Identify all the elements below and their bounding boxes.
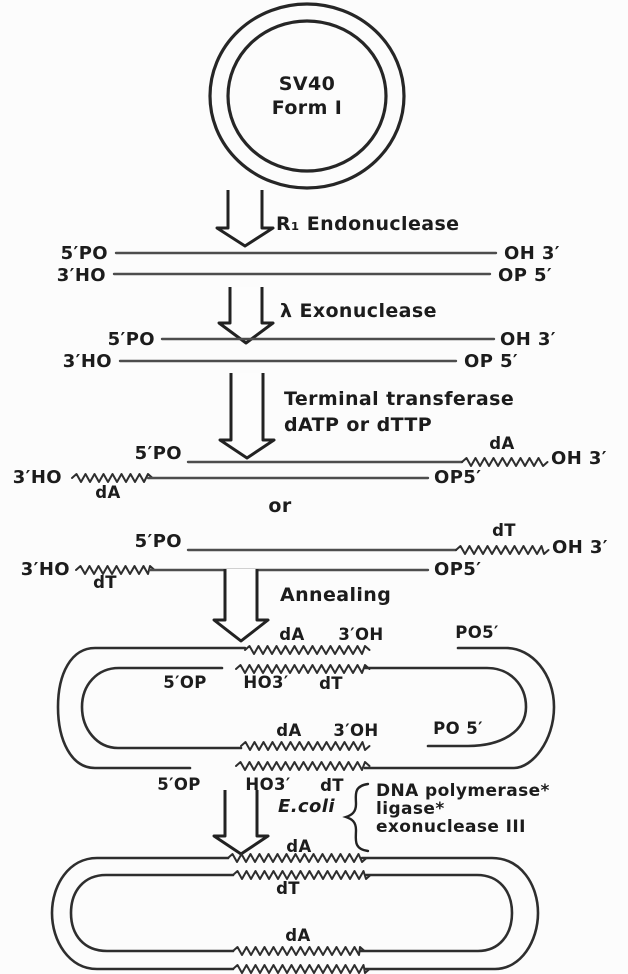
down-arrow-icon	[215, 190, 275, 248]
final-label-dt: dT	[276, 879, 300, 898]
plasmid-form-label: Form I	[272, 97, 343, 119]
step3: Terminal transferase dATP or dTTP	[218, 373, 514, 460]
top-outer-zigzag	[227, 853, 368, 863]
bottom-dt-tail-zigzag	[75, 565, 156, 575]
end-label-3ho: 3′HO	[57, 265, 106, 286]
end-label-3ho: 3′HO	[63, 351, 112, 372]
bottom-inner-zigzag	[232, 946, 366, 956]
joint-label-ho3: HO3′	[243, 673, 288, 692]
end-label-oh3: OH 3′	[552, 537, 608, 558]
step2-label: λ Exonuclease	[280, 300, 437, 322]
top-da-tail-zigzag	[461, 457, 549, 467]
end-label-op5: OP5′	[434, 467, 481, 488]
left-brace-icon	[342, 782, 370, 853]
down-arrow-icon	[217, 287, 275, 345]
bottom-da-tail-zigzag	[71, 473, 154, 483]
end-label-op5: OP 5′	[464, 351, 518, 372]
tail-label-dt: dT	[93, 573, 117, 592]
down-arrow-icon	[218, 373, 276, 460]
joint-label-dt: dT	[320, 776, 344, 795]
end-label-op5: OP 5′	[498, 265, 552, 286]
inner-strand-left	[69, 873, 235, 953]
joint-label-ho3: HO3′	[245, 775, 290, 794]
outer-strand-right	[360, 856, 540, 971]
end-label-oh3: OH 3′	[500, 329, 556, 350]
enzyme-label-exonuclease: exonuclease III	[376, 817, 526, 837]
or-label: or	[268, 495, 291, 517]
inner-strand-right	[358, 873, 514, 953]
top-da-zigzag	[244, 645, 371, 655]
tail-label-da: dA	[95, 483, 120, 502]
end-label-5po: 5′PO	[135, 531, 182, 552]
outer-strand-right	[363, 646, 556, 770]
tail-label-dt: dT	[492, 521, 516, 540]
joint-label-5op: 5′OP	[157, 775, 201, 794]
joint-label-da: dA	[279, 625, 304, 644]
top-dt-zigzag	[235, 664, 371, 674]
joint-label-po5: PO5′	[455, 623, 499, 642]
step4: Annealing	[212, 569, 391, 643]
bottom-da-zigzag	[240, 741, 371, 751]
end-label-3ho: 3′HO	[21, 559, 70, 580]
tail-label-da: dA	[489, 434, 514, 453]
step2: λ Exonuclease	[217, 287, 437, 345]
step1: R₁ Endonuclease	[215, 190, 459, 248]
end-label-5po: 5′PO	[61, 243, 108, 264]
end-label-oh3: OH 3′	[504, 243, 560, 264]
end-label-oh3: OH 3′	[551, 448, 607, 469]
sv40-plasmid: SV40 Form I	[208, 2, 406, 190]
plasmid-outer-circle	[208, 2, 406, 190]
end-label-op5: OP5′	[434, 559, 481, 580]
outer-strand-left	[50, 856, 235, 971]
step3-label-line1: Terminal transferase	[284, 388, 514, 410]
down-arrow-icon	[212, 569, 270, 643]
end-label-5po: 5′PO	[135, 443, 182, 464]
down-arrow-icon	[212, 790, 270, 856]
plasmid-inner-circle	[226, 19, 388, 173]
top-inner-zigzag	[232, 870, 372, 880]
joint-label-dt: dT	[319, 674, 343, 693]
final-label-da-bottom: dA	[285, 926, 310, 945]
final-label-da-top: dA	[286, 837, 311, 856]
joint-label-po5: PO 5′	[433, 719, 483, 738]
bottom-dt-zigzag	[235, 761, 371, 771]
step1-label: R₁ Endonuclease	[276, 213, 459, 235]
annealed-circle: dA 3′OH PO5′ 5′OP HO3′ dT dA 3′OH PO 5′ …	[56, 623, 556, 795]
step5-organism-label: E.coli	[278, 796, 335, 817]
enzyme-label-polymerase: DNA polymerase*	[376, 781, 550, 801]
joint-label-da: dA	[276, 721, 301, 740]
duplex2: 5′PO OH 3′ 3′HO OP 5′	[63, 329, 556, 372]
enzyme-label-ligase: ligase*	[376, 799, 445, 819]
bottom-outer-zigzag	[232, 964, 371, 974]
inner-strand-left	[80, 666, 243, 750]
end-label-5po: 5′PO	[108, 329, 155, 350]
joint-label-3oh: 3′OH	[338, 625, 383, 644]
outer-strand-left	[56, 646, 247, 770]
step3-label-line2: dATP or dTTP	[284, 414, 432, 436]
duplex4-dt-tails: dT 5′PO OH 3′ dT 3′HO OP5′	[21, 521, 608, 592]
duplex3-da-tails: dA 5′PO OH 3′ dA 3′HO OP5′	[13, 434, 607, 502]
plasmid-name-label: SV40	[279, 73, 335, 95]
top-dt-tail-zigzag	[455, 545, 550, 555]
end-label-3ho: 3′HO	[13, 467, 62, 488]
step5: E.coli DNA polymerase* ligase* exonuclea…	[212, 781, 550, 856]
inner-strand-right	[363, 666, 528, 748]
joint-label-3oh: 3′OH	[333, 721, 378, 740]
joint-label-5op: 5′OP	[163, 673, 207, 692]
final-sealed-circle: dA dT dA	[50, 837, 540, 974]
step4-label: Annealing	[280, 584, 391, 606]
duplex1: 5′PO OH 3′ 3′HO OP 5′	[57, 243, 560, 286]
